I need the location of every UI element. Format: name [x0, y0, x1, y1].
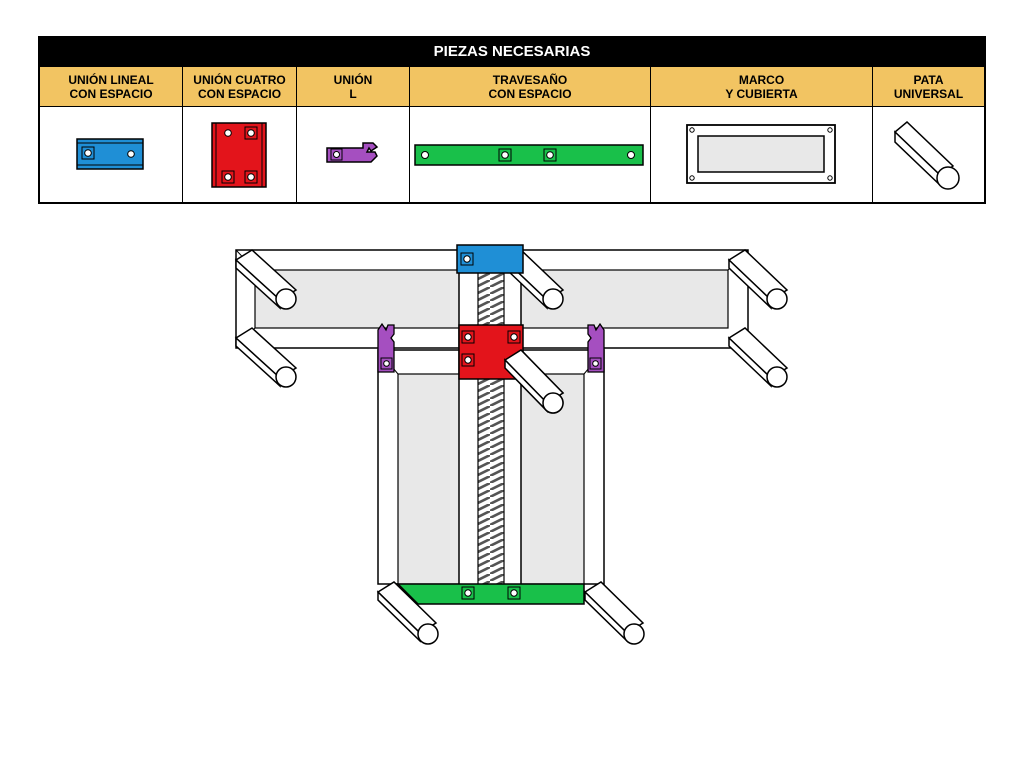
linear-joint: [456, 244, 524, 274]
crossbar-cell: [410, 106, 651, 202]
crossbar-icon: [414, 143, 644, 166]
l-joint-left: [377, 322, 395, 373]
parts-table-title: PIEZAS NECESARIAS: [40, 38, 984, 66]
header-cell-linear-joint: UNIÓN LINEAL CON ESPACIO: [40, 66, 183, 106]
header-label: TRAVESAÑO CON ESPACIO: [488, 72, 572, 101]
leg: [503, 349, 565, 414]
header-label: UNIÓN LINEAL CON ESPACIO: [68, 72, 154, 101]
four-way-joint-icon: [210, 121, 267, 188]
leg: [234, 249, 298, 310]
header-cell-four-way-joint: UNIÓN CUATRO CON ESPACIO: [183, 66, 297, 106]
header-cell-crossbar: TRAVESAÑO CON ESPACIO: [410, 66, 651, 106]
crossbar: [396, 583, 585, 605]
l-joint-right: [587, 322, 605, 373]
leg: [727, 327, 789, 388]
header-label: PATA UNIVERSAL: [893, 72, 964, 101]
header-cell-l-joint: UNIÓN L: [297, 66, 410, 106]
universal-leg-icon: [893, 120, 960, 190]
l-joint-icon: [326, 141, 379, 163]
center-post: [458, 254, 522, 587]
leg: [234, 327, 298, 388]
leg: [727, 249, 789, 310]
parts-image-row: [40, 106, 984, 202]
leg: [376, 581, 439, 645]
parts-header-row: UNIÓN LINEAL CON ESPACIO UNIÓN CUATRO CO…: [40, 66, 984, 106]
parts-table: PIEZAS NECESARIAS UNIÓN LINEAL CON ESPAC…: [38, 36, 986, 204]
header-cell-frame-cover: MARCO Y CUBIERTA: [651, 66, 873, 106]
linear-joint-icon: [76, 137, 144, 170]
linear-joint-cell: [40, 106, 183, 202]
header-label: UNIÓN L: [333, 72, 373, 101]
frame-cover-cell: [651, 106, 873, 202]
header-label: MARCO Y CUBIERTA: [725, 72, 798, 101]
l-joint-cell: [297, 106, 410, 202]
header-label: UNIÓN CUATRO CON ESPACIO: [193, 72, 286, 101]
universal-leg-cell: [873, 106, 984, 202]
four-way-joint-cell: [183, 106, 297, 202]
header-cell-universal-leg: PATA UNIVERSAL: [873, 66, 984, 106]
leg: [583, 581, 645, 645]
frame-cover-icon: [685, 123, 836, 184]
